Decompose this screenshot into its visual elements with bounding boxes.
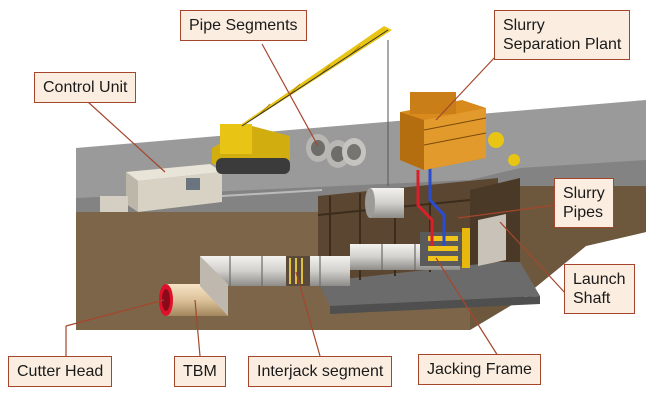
shaft-floor-front xyxy=(330,296,540,314)
thrust-wall xyxy=(478,214,506,266)
interjack-segment-label: Interjack segment xyxy=(248,356,393,387)
slurry-separation-plant-unit xyxy=(400,92,520,170)
slurry-separation-plant-line1: Slurry xyxy=(503,17,545,34)
pipe-segments-label: Pipe Segments xyxy=(180,10,307,41)
jacking-frame-label: Jacking Frame xyxy=(418,354,541,385)
slurry-separation-plant-label: Slurry Separation Plant xyxy=(494,10,631,60)
launch-shaft-line1: Launch xyxy=(573,271,626,288)
launch-shaft-label: Launch Shaft xyxy=(564,264,635,314)
leader-lines xyxy=(65,43,567,357)
tbm-text: TBM xyxy=(183,363,217,380)
pipe-segments-text: Pipe Segments xyxy=(189,17,298,34)
slurry-pipes-line2: Pipes xyxy=(563,204,604,221)
slurry-separation-plant-line2: Separation Plant xyxy=(503,36,622,53)
slurry-pipes-label: Slurry Pipes xyxy=(554,178,614,228)
hanging-pipe-segment xyxy=(365,40,404,218)
jacking-frame-text: Jacking Frame xyxy=(427,361,532,378)
control-unit-container xyxy=(100,164,323,212)
tbm-transition xyxy=(200,256,228,316)
interjack-segment-text: Interjack segment xyxy=(257,363,384,380)
control-unit-text: Control Unit xyxy=(43,79,128,96)
cutter-head-label: Cutter Head xyxy=(8,356,113,387)
interjack-station xyxy=(286,256,310,286)
cutter-head-text: Cutter Head xyxy=(17,363,104,380)
tbm-label: TBM xyxy=(174,356,226,387)
shaft-floor xyxy=(318,262,540,306)
launch-shaft-line2: Shaft xyxy=(573,290,611,307)
pipe-segments-stack xyxy=(306,134,366,168)
crawler-crane xyxy=(212,26,392,174)
slurry-pipe-lines xyxy=(416,168,446,246)
slurry-pipes-line1: Slurry xyxy=(563,185,605,202)
control-unit-label: Control Unit xyxy=(34,72,137,103)
